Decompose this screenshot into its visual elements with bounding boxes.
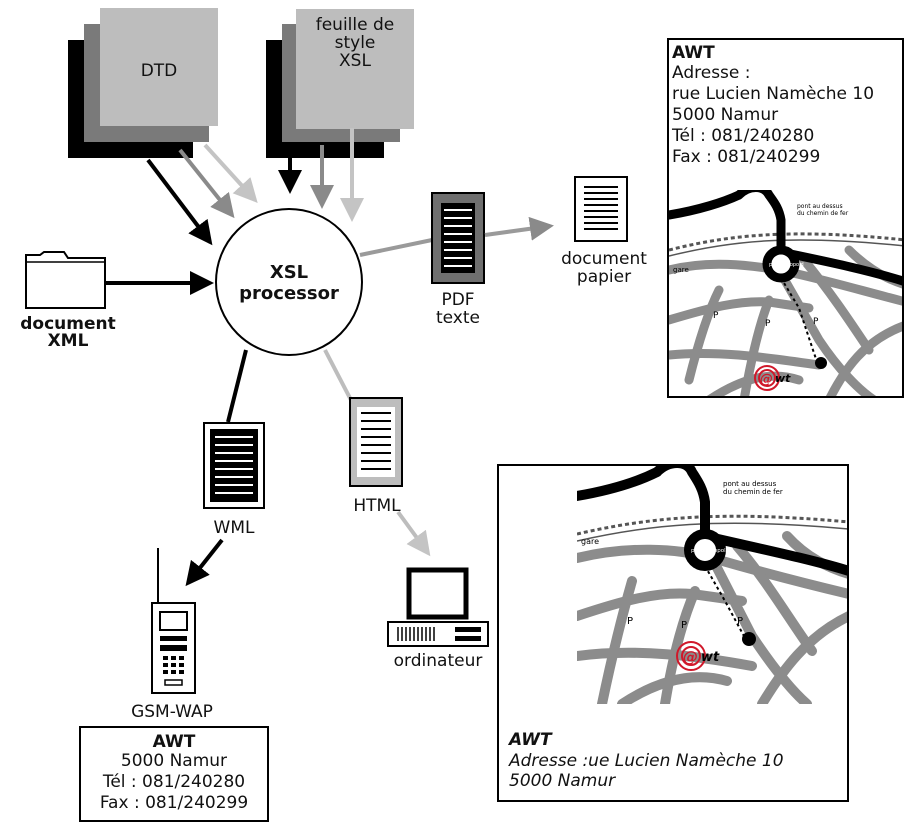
stylesheet-label: feuille de style XSL — [296, 16, 414, 70]
gsm-wap-label: GSM-WAP — [131, 702, 213, 722]
screen-card: @ wt pont au dessus du chemin de fer gar… — [497, 464, 849, 802]
screen-card-line: Adresse :ue Lucien Namèche 10 — [509, 751, 784, 771]
map-label-bridge-2: du chemin de fer — [797, 210, 849, 217]
map-label-bridge: pont au dessus — [723, 480, 777, 488]
paper-card-address: Adresse : rue Lucien Namèche 10 5000 Nam… — [672, 63, 874, 168]
map-parking: P — [627, 616, 633, 627]
xsl-processor-label-line: XSL — [269, 262, 309, 283]
paper-card-line: Adresse : — [672, 63, 751, 83]
phone-icon — [151, 548, 196, 694]
phone-card-title: AWT — [152, 732, 196, 752]
pdf-document-icon — [431, 192, 485, 284]
screen-card-address: Adresse :ue Lucien Namèche 10 5000 Namur — [509, 751, 784, 791]
awt-logo-icon: @ wt — [676, 641, 720, 671]
paper-card-line: rue Lucien Namèche 10 — [672, 84, 875, 104]
map-parking: P — [737, 616, 743, 627]
map-label-place: place Léopold — [769, 261, 804, 268]
stylesheet-stack — [266, 9, 414, 158]
paper-card-line: Tél : 081/240280 — [672, 126, 815, 146]
screen-card-title: AWT — [509, 730, 552, 750]
paper-card-title: AWT — [672, 43, 715, 63]
screen-card-map: @ wt pont au dessus du chemin de fer gar… — [577, 466, 847, 704]
map-label-station: gare — [581, 537, 599, 546]
pdf-label: PDF texte — [430, 291, 486, 327]
stylesheet-label-line: style — [334, 33, 376, 53]
map-parking: P — [765, 319, 771, 329]
phone-card-line: 5000 Namur — [120, 751, 228, 771]
stylesheet-label-line: XSL — [339, 51, 371, 71]
map-label-bridge: pont au dessus — [797, 203, 843, 210]
phone-card-line: Tél : 081/240280 — [102, 772, 246, 792]
pdf-label-line: PDF — [441, 290, 475, 310]
line-processor-to-html — [323, 349, 354, 403]
computer-label: ordinateur — [393, 651, 483, 671]
phone-card: AWT 5000 Namur Tél : 081/240280 Fax : 08… — [79, 726, 269, 822]
awt-logo-text: @ — [760, 372, 773, 387]
screen-card-line: 5000 Namur — [509, 771, 616, 791]
arrow-dtd-light — [203, 143, 258, 203]
paper-card: AWT Adresse : rue Lucien Namèche 10 5000… — [667, 38, 904, 398]
xsl-processor-node — [215, 208, 363, 356]
awt-logo-icon: @ wt — [754, 365, 791, 391]
paper-document-label-line: papier — [576, 267, 632, 287]
arrow-dtd-gray — [178, 148, 235, 219]
awt-logo-text: @ — [683, 648, 698, 666]
map-label-bridge-2: du chemin de fer — [723, 488, 783, 496]
phone-card-line: Fax : 081/240299 — [99, 793, 249, 813]
paper-document-label: document papier — [552, 250, 656, 286]
arrow-dtd-black — [146, 158, 213, 246]
html-label: HTML — [353, 496, 401, 516]
wml-document-icon — [203, 422, 265, 509]
line-processor-to-pdf — [359, 238, 433, 257]
paper-card-line: Fax : 081/240299 — [672, 147, 821, 167]
xsl-processor-label-line: processor — [239, 283, 339, 304]
arrow-html-to-computer — [396, 510, 431, 557]
dtd-label: DTD — [140, 61, 178, 81]
wml-label: WML — [213, 518, 255, 538]
pdf-label-line: texte — [435, 308, 480, 328]
xml-document-label: document XML — [8, 316, 128, 350]
awt-logo-wt: wt — [775, 372, 791, 385]
xml-document-label-line: document — [20, 314, 116, 334]
xsl-processor-label: XSL processor — [218, 262, 360, 304]
map-parking: P — [813, 317, 819, 327]
xml-document-label-line: XML — [47, 331, 89, 351]
computer-icon — [387, 567, 489, 647]
map-parking: P — [713, 311, 719, 321]
arrow-wml-to-phone — [185, 538, 224, 587]
dtd-stack — [68, 8, 218, 158]
paper-document-icon — [574, 176, 628, 242]
paper-document-label-line: document — [561, 249, 647, 269]
map-label-station: gare — [673, 266, 689, 274]
map-label-place: place Léopold — [691, 547, 729, 554]
stylesheet-label-line: feuille de — [315, 15, 395, 35]
awt-logo-wt: wt — [701, 650, 720, 665]
line-processor-to-wml — [226, 349, 248, 423]
map-parking: P — [681, 620, 687, 631]
folder-icon — [25, 251, 106, 309]
arrow-pdf-to-paper — [484, 216, 554, 241]
paper-card-line: 5000 Namur — [672, 105, 779, 125]
paper-card-map: @ wt pont au dessus du chemin de fer gar… — [669, 190, 902, 396]
html-document-icon — [349, 397, 403, 487]
